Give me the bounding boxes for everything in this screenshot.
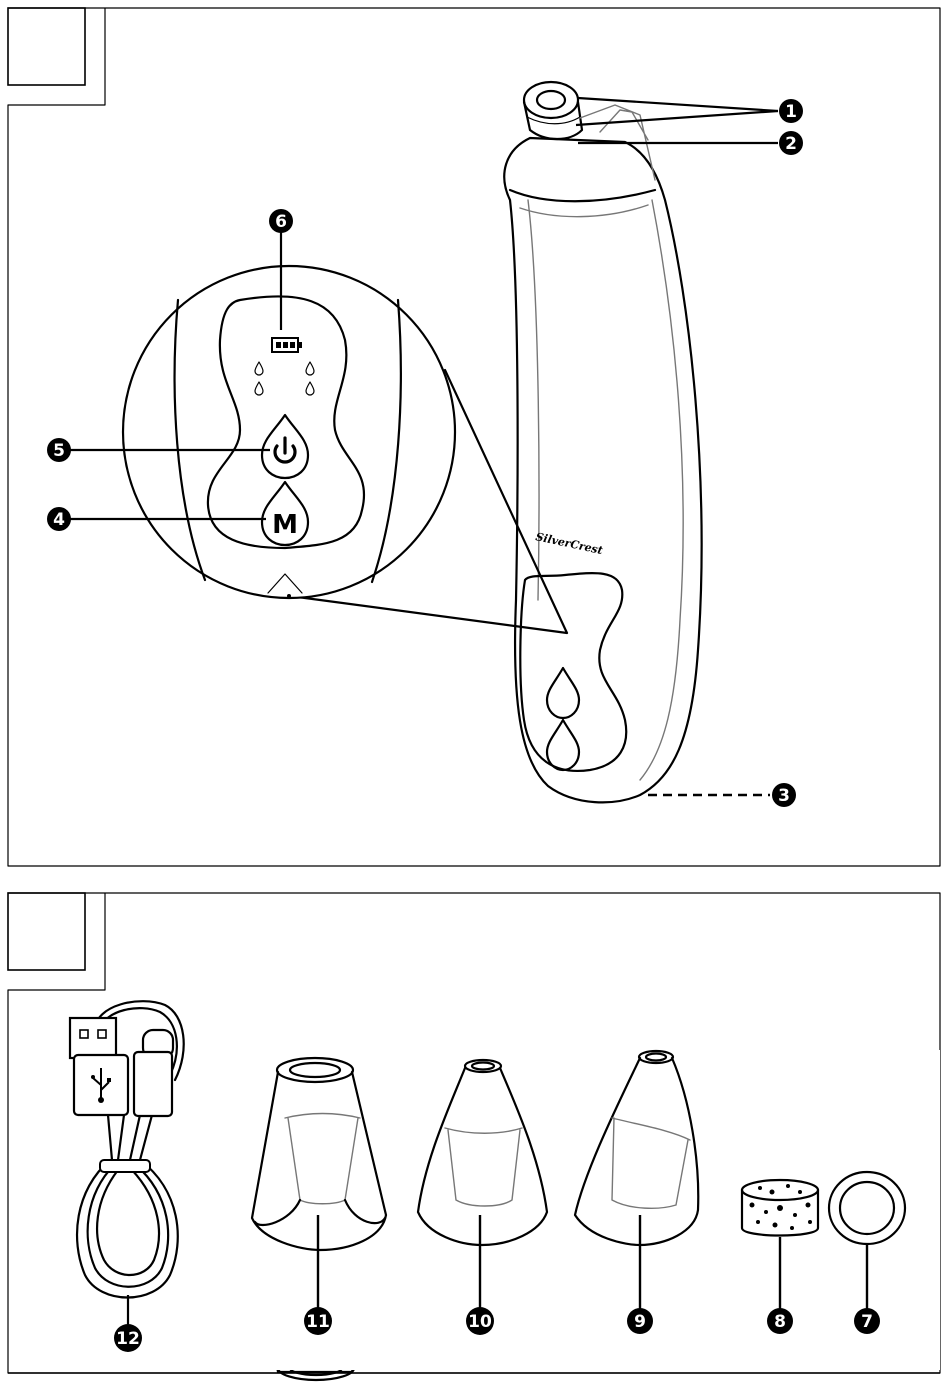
- callout-8-label: 8: [774, 1312, 786, 1332]
- callout-7: 7: [854, 1308, 880, 1334]
- callout-11-label: 11: [306, 1312, 330, 1332]
- callout-10: 10: [466, 1307, 494, 1335]
- callout-9: 9: [627, 1308, 653, 1334]
- callout-12: 12: [114, 1324, 142, 1352]
- attachments-background: [240, 1050, 940, 1370]
- callout-12-label: 12: [116, 1329, 140, 1349]
- callout-11: 11: [304, 1307, 332, 1335]
- callout-7-label: 7: [861, 1312, 873, 1332]
- callout-9-label: 9: [634, 1312, 646, 1332]
- callout-10-label: 10: [468, 1312, 492, 1332]
- callout-8: 8: [767, 1308, 793, 1334]
